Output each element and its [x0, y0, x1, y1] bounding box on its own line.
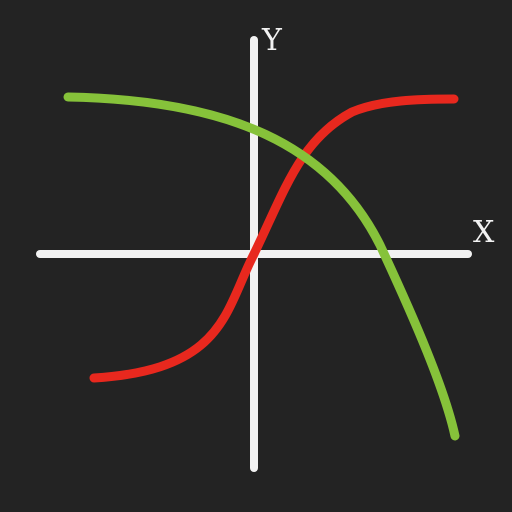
y-axis-label: Y [261, 23, 283, 58]
green-falling-curve [63, 92, 460, 441]
x-axis-label: X [473, 215, 495, 250]
red-sigmoid-curve [89, 94, 459, 383]
